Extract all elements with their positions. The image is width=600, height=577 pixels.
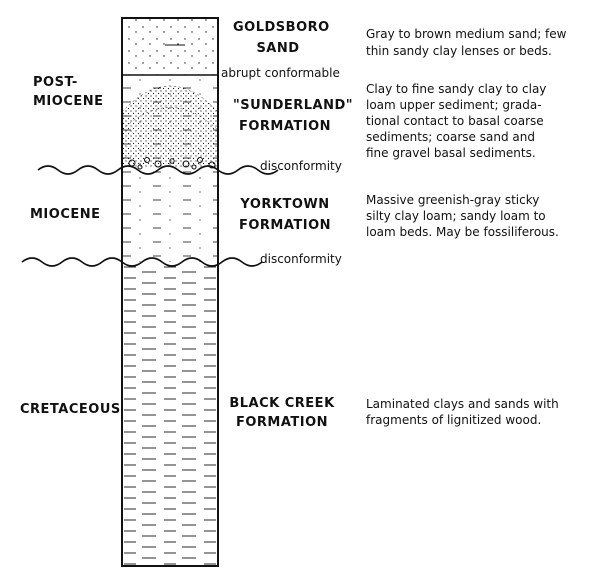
desc-sunderland-line1: Clay to fine sandy clay to clay xyxy=(366,82,547,96)
contact-disconformity-upper: disconformity xyxy=(260,159,342,173)
formation-sunderland-line1: "SUNDERLAND" xyxy=(233,98,354,113)
black-creek-formation-layer xyxy=(122,262,218,566)
formation-black-creek-line2: FORMATION xyxy=(235,415,329,430)
yorktown-formation-layer xyxy=(122,170,218,262)
desc-sunderland-line4: sediments; coarse sand and xyxy=(366,130,535,144)
contact-abrupt-conformable: abrupt conformable xyxy=(221,66,340,80)
formation-yorktown-line1: YORKTOWN xyxy=(240,197,330,212)
desc-sunderland-line2: loam upper sediment; grada- xyxy=(366,98,542,112)
age-cretaceous: CRETACEOUS xyxy=(20,402,121,417)
sunderland-formation-layer xyxy=(122,75,218,170)
goldsboro-sand-layer xyxy=(122,18,218,75)
age-post-miocene-line2: MIOCENE xyxy=(33,94,104,109)
column-outline xyxy=(121,17,219,567)
desc-yorktown-line2: silty clay loam; sandy loam to xyxy=(366,209,546,223)
desc-goldsboro-line1: Gray to brown medium sand; few xyxy=(366,27,567,41)
formation-goldsboro-line2: SAND xyxy=(256,41,300,56)
desc-black-creek-line2: fragments of lignitized wood. xyxy=(366,413,542,427)
desc-goldsboro-line2: thin sandy clay lenses or beds. xyxy=(366,44,552,58)
disconformity-upper-line xyxy=(37,165,279,175)
formation-goldsboro-line1: GOLDSBORO xyxy=(233,20,330,35)
desc-black-creek-line1: Laminated clays and sands with xyxy=(366,397,559,411)
formation-yorktown-line2: FORMATION xyxy=(238,218,332,233)
formation-black-creek-line1: BLACK CREEK xyxy=(229,396,335,411)
desc-sunderland-line5: fine gravel basal sediments. xyxy=(366,146,536,160)
basal-gravel xyxy=(128,157,216,170)
age-miocene: MIOCENE xyxy=(30,207,101,222)
disconformity-lower-line xyxy=(21,257,263,267)
age-post-miocene-line1: POST- xyxy=(33,75,78,90)
desc-sunderland-line3: tional contact to basal coarse xyxy=(366,114,544,128)
desc-yorktown-line3: loam beds. May be fossiliferous. xyxy=(366,225,559,239)
desc-yorktown-line1: Massive greenish-gray sticky xyxy=(366,193,540,207)
contact-disconformity-lower: disconformity xyxy=(260,252,342,266)
formation-sunderland-line2: FORMATION xyxy=(238,119,332,134)
